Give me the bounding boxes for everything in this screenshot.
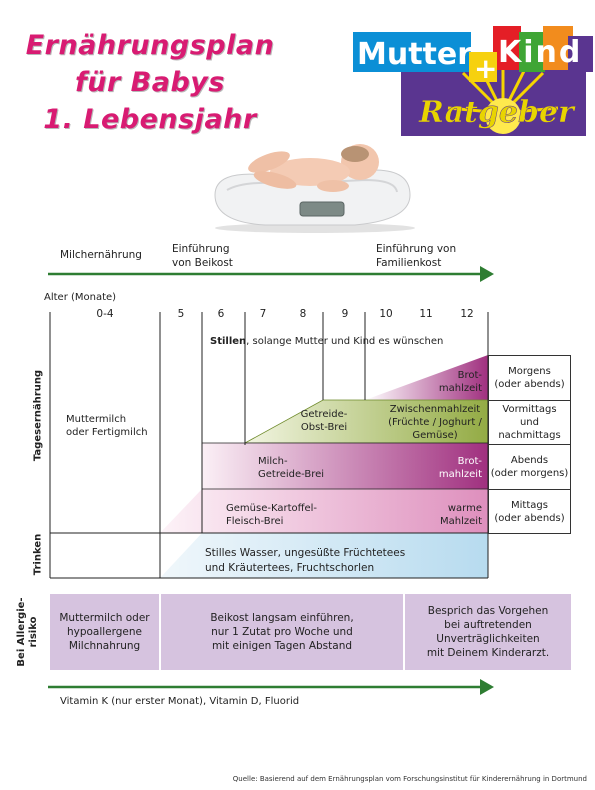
mutter-kind-logo: Mutter + Kind Ratgeber (353, 18, 593, 138)
logo-graphic: Mutter + Kind Ratgeber (353, 26, 593, 136)
logo-word-mutter: Mutter (357, 37, 472, 72)
allergy-1-line2: hypoallergene (66, 626, 143, 638)
brot2-line1: Brot- (457, 456, 482, 467)
allergy-cell-muttermilch: Muttermilch oder hypoallergene Milchnahr… (50, 594, 159, 670)
row-label-tagesernaehrung: Tagesernährung (32, 369, 44, 462)
allergy-2-line1: Beikost langsam einführen, (210, 612, 354, 624)
warme-mahlzeit-text: warme Mahlzeit (430, 502, 482, 528)
age-5: 5 (177, 308, 185, 320)
allergy-2-line3: mit einigen Tagen Abstand (211, 640, 353, 652)
warm-line1: warme (447, 503, 482, 514)
muttermilch-text: Muttermilch oder Fertigmilch (66, 413, 148, 439)
bar-trinken (160, 533, 488, 578)
time-mittags-line2: (oder abends) (494, 512, 565, 524)
milch-getreide-brei-text: Milch- Getreide-Brei (258, 455, 324, 481)
row-label-trinken: Trinken (32, 533, 44, 576)
phase-family-line2: Familienkost (376, 257, 442, 269)
row-label-allergie: Bei Allergie- risiko (16, 592, 40, 672)
allergy-cell-beikost: Beikost langsam einführen, nur 1 Zutat p… (161, 594, 403, 670)
time-box-mittags: Mittags (oder abends) (488, 489, 571, 534)
trinken-line2: und Kräutertees, Fruchtschorlen (205, 562, 375, 574)
phase-beikost-line2: von Beikost (172, 257, 233, 269)
allergy-1-line3: Milchnahrung (68, 640, 141, 652)
trinken-text: Stilles Wasser, ungesüßte Früchtetees un… (205, 546, 405, 576)
getreide-line2: Obst-Brei (300, 422, 348, 433)
age-12: 12 (460, 308, 474, 320)
zwischen-line3: Gemüse) (412, 430, 458, 441)
title-line-3: 1. Lebensjahr (43, 104, 257, 135)
age-7: 7 (259, 308, 267, 320)
allergy-1-line1: Muttermilch oder (59, 612, 150, 624)
vitamins-text: Vitamin K (nur erster Monat), Vitamin D,… (60, 696, 300, 707)
baby-scale-illustration (205, 140, 420, 235)
trinken-line1: Stilles Wasser, ungesüßte Früchtetees (205, 547, 406, 559)
warm-line2: Mahlzeit (440, 516, 482, 527)
vitamin-arrow-head (480, 679, 494, 695)
time-morgens-line1: Morgens (508, 366, 551, 377)
gemuese-line1: Gemüse-Kartoffel- (226, 503, 318, 514)
allergy-3-line3: Unverträglichkeiten (436, 633, 540, 645)
milch-line2: Getreide-Brei (258, 469, 325, 480)
time-box-morgens: Morgens (oder abends) (488, 355, 571, 401)
logo-word-kind: Kind (498, 35, 582, 70)
time-abends-line1: Abends (510, 455, 549, 466)
allergy-3-line1: Besprich das Vorgehen (427, 605, 549, 617)
zwischen-line2: (Früchte / Joghurt / (388, 417, 482, 428)
allergy-2-line2: nur 1 Zutat pro Woche und (211, 626, 353, 638)
age-header: Alter (Monate) (44, 292, 117, 303)
bar-gemuese-brei (160, 489, 488, 533)
age-8: 8 (299, 308, 307, 320)
baby-scale-graphic (214, 144, 415, 233)
phase-arrow-head (480, 266, 494, 282)
allergy-3-line2: bei auftretenden (444, 619, 532, 631)
row-label-allergie-line1: Bei Allergie- (16, 597, 27, 667)
stillen-bold: Stillen (210, 336, 247, 347)
row-label-allergie-line2: risiko (28, 616, 39, 648)
stillen-note: Stillen, solange Mutter und Kind es wüns… (210, 336, 443, 347)
age-6: 6 (217, 308, 225, 320)
age-0-4: 0-4 (96, 308, 114, 320)
logo-word-ratgeber: Ratgeber (418, 95, 576, 130)
time-mittags-line1: Mittags (511, 499, 548, 511)
time-morgens-line2: (oder abends) (494, 379, 565, 390)
time-vormittags-line1: Vormittags (502, 404, 557, 415)
stillen-rest: , solange Mutter und Kind es wünschen (246, 336, 444, 347)
age-9: 9 (341, 308, 349, 320)
getreide-line1: Getreide- (300, 409, 348, 420)
gemuese-line2: Fleisch-Brei (226, 516, 284, 527)
time-vormittags-line2: und (519, 417, 539, 428)
phase-family-line1: Einführung von (376, 243, 457, 255)
logo-plus: + (474, 52, 497, 85)
zwischenmahlzeit-text: Zwischenmahlzeit (Früchte / Joghurt / Ge… (382, 403, 488, 442)
brot2-line2: mahlzeit (438, 469, 482, 480)
brot-line1: Brot- (457, 370, 482, 381)
time-abends-line2: (oder morgens) (490, 468, 569, 479)
phase-beikost-line1: Einführung (172, 243, 230, 255)
bar-brotmahlzeit-morgens (365, 355, 488, 400)
time-box-abends: Abends (oder morgens) (488, 444, 571, 490)
bar-milch-getreide-brei (202, 443, 488, 489)
brotmahlzeit-abends-text: Brot- mahlzeit (430, 455, 482, 481)
allergy-3-line4: mit Deinem Kinderarzt. (426, 647, 550, 659)
title-line-1: Ernährungsplan (25, 30, 275, 61)
brot-line2: mahlzeit (438, 383, 482, 394)
time-box-vormittags: Vormittags und nachmittags (488, 400, 571, 445)
allergy-cell-kinderarzt: Besprich das Vorgehen bei auftretenden U… (405, 594, 571, 670)
source-note: Quelle: Basierend auf dem Ernährungsplan… (232, 775, 587, 783)
getreide-obst-brei-text: Getreide- Obst-Brei (288, 408, 360, 434)
age-10: 10 (379, 308, 393, 320)
milch-line1: Milch- (258, 456, 288, 467)
zwischen-line1: Zwischenmahlzeit (389, 404, 481, 415)
phase-milk: Milchernährung (60, 249, 142, 261)
gemuese-brei-text: Gemüse-Kartoffel- Fleisch-Brei (226, 502, 317, 528)
brotmahlzeit-morgens-text: Brot- mahlzeit (430, 369, 482, 395)
age-11: 11 (419, 308, 433, 320)
title-line-2: für Babys (75, 67, 225, 98)
muttermilch-line2: oder Fertigmilch (66, 427, 148, 438)
time-vormittags-line3: nachmittags (498, 430, 561, 441)
muttermilch-line1: Muttermilch (66, 414, 127, 425)
